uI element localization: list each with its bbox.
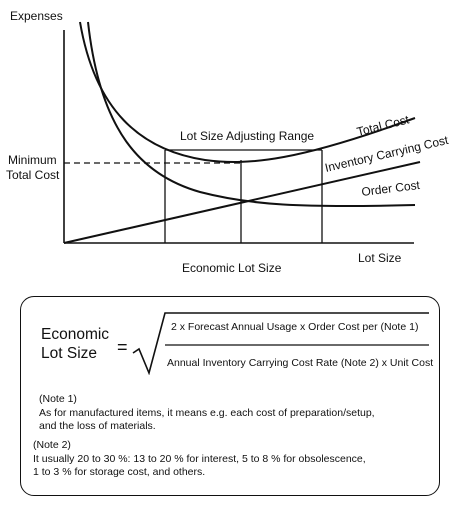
note-2-line-2: 1 to 3 % for storage cost, and others. (33, 466, 206, 478)
total-cost-label: Total Cost (355, 112, 411, 139)
note-1-title: (Note 1) (39, 393, 77, 405)
y-axis-label: Expenses (10, 9, 63, 23)
range-label: Lot Size Adjusting Range (180, 129, 314, 143)
order-cost-curve (87, 21, 416, 208)
formula-equals: = (117, 337, 128, 357)
square-root-icon (132, 312, 429, 375)
order-cost-label: Order Cost (361, 178, 422, 199)
minimum-cost-label-line1: Minimum (8, 153, 57, 167)
formula-lhs-line2: Lot Size (41, 345, 98, 362)
lot-size-cost-diagram: Expenses Lot Size Total Cost Inventory C… (6, 9, 450, 275)
minimum-cost-label-line2: Total Cost (6, 168, 60, 182)
x-axis-label: Lot Size (358, 251, 402, 265)
note-2-line-1: It usually 20 to 30 %: 13 to 20 % for in… (33, 452, 366, 465)
total-cost-curve (79, 21, 416, 163)
formula-numerator: 2 x Forecast Annual Usage x Order Cost p… (171, 321, 419, 333)
carrying-cost-line (63, 161, 421, 244)
economic-lot-label: Economic Lot Size (182, 261, 282, 275)
formula-denominator: Annual Inventory Carrying Cost Rate (Not… (167, 357, 434, 369)
formula-lhs: Economic Lot Size (41, 325, 109, 363)
note-2: (Note 2) It usually 20 to 30 %: 13 to 20… (33, 439, 366, 480)
formula-lhs-line1: Economic (41, 326, 110, 343)
note-1: (Note 1) As for manufactured items, it m… (39, 393, 375, 434)
note-1-line-2: and the loss of materials. (39, 420, 156, 432)
note-2-title: (Note 2) (33, 439, 71, 451)
formula-box: Economic Lot Size = 2 x Forecast Annual … (20, 296, 440, 496)
note-1-line-1: As for manufactured items, it means e.g.… (39, 406, 375, 419)
